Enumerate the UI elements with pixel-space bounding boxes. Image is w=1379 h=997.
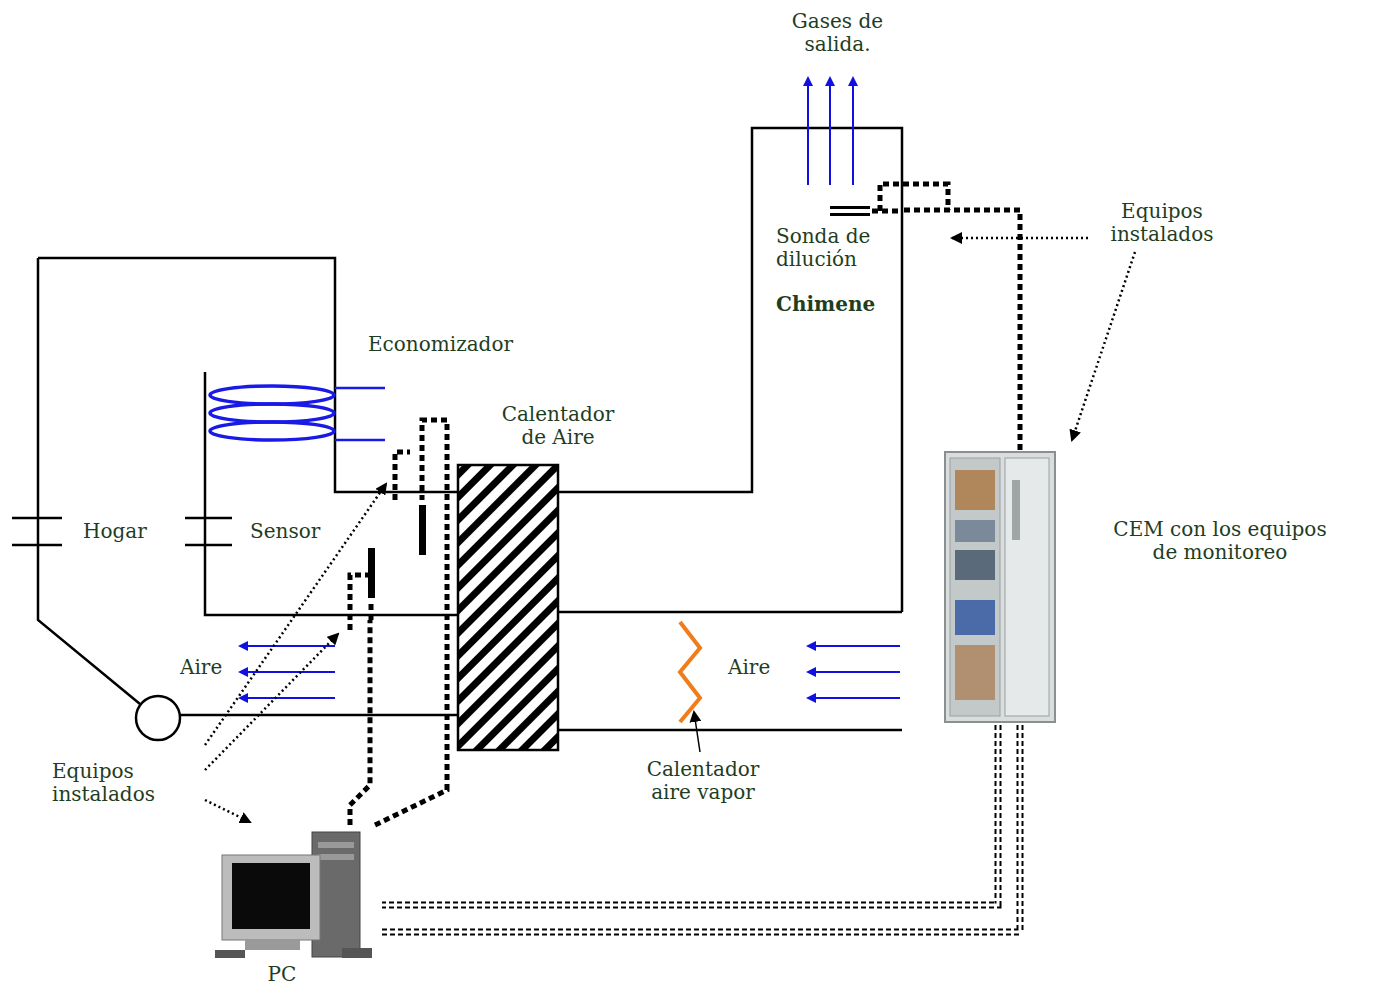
connector bbox=[382, 725, 1020, 932]
pc-picture bbox=[215, 832, 372, 958]
callout-label: Equipos instalados bbox=[52, 760, 182, 806]
connector bbox=[350, 620, 370, 825]
cem-cabinet-picture bbox=[945, 452, 1055, 722]
connector bbox=[375, 620, 447, 825]
chimney-outline: Sonda de diluciónChimene bbox=[752, 128, 902, 613]
connector-line bbox=[902, 210, 1020, 450]
flow-label: Aire bbox=[728, 656, 788, 679]
connector bbox=[902, 210, 1020, 450]
steam-heater-symbol bbox=[680, 622, 700, 722]
node-heading: Sonda de dilución bbox=[776, 225, 898, 271]
air-heater-hatch bbox=[458, 465, 558, 750]
fan-symbol bbox=[136, 696, 180, 740]
callout-label: Equipos instalados bbox=[1092, 200, 1232, 246]
node-heading: PC bbox=[232, 963, 332, 986]
cem-cabinet: CEM con los equipos de monitoreo bbox=[940, 450, 1360, 725]
part-label: Sensor bbox=[250, 520, 350, 543]
part-label: Economizador bbox=[368, 333, 568, 356]
flow-label: Gases de salida. bbox=[775, 10, 900, 56]
leader-line bbox=[694, 712, 700, 752]
node-heading: CEM con los equipos de monitoreo bbox=[1100, 518, 1340, 564]
node-heading: Calentador de Aire bbox=[488, 403, 628, 449]
air-heater-box: Calentador de Aire bbox=[458, 465, 558, 750]
connector-line bbox=[382, 725, 1020, 932]
connector-gap bbox=[382, 725, 1020, 932]
connector-line bbox=[375, 620, 447, 825]
sensor-symbol bbox=[368, 505, 426, 598]
node-heading: Hogar bbox=[83, 520, 173, 543]
connector-gap bbox=[382, 725, 998, 905]
flow-arrows bbox=[240, 78, 900, 698]
boiler-outline: Hogar bbox=[38, 258, 458, 620]
dilution-probe bbox=[830, 184, 948, 216]
economizer-coil bbox=[210, 386, 385, 440]
part-label: Calentador aire vapor bbox=[628, 758, 778, 804]
pc-station: PC bbox=[212, 825, 382, 990]
sensor-wiring bbox=[350, 420, 447, 630]
connector bbox=[382, 725, 998, 905]
connector-line bbox=[350, 620, 370, 825]
node-text: Chimene bbox=[776, 293, 898, 316]
flow-label: Aire bbox=[180, 656, 236, 679]
connector-line bbox=[382, 725, 998, 905]
